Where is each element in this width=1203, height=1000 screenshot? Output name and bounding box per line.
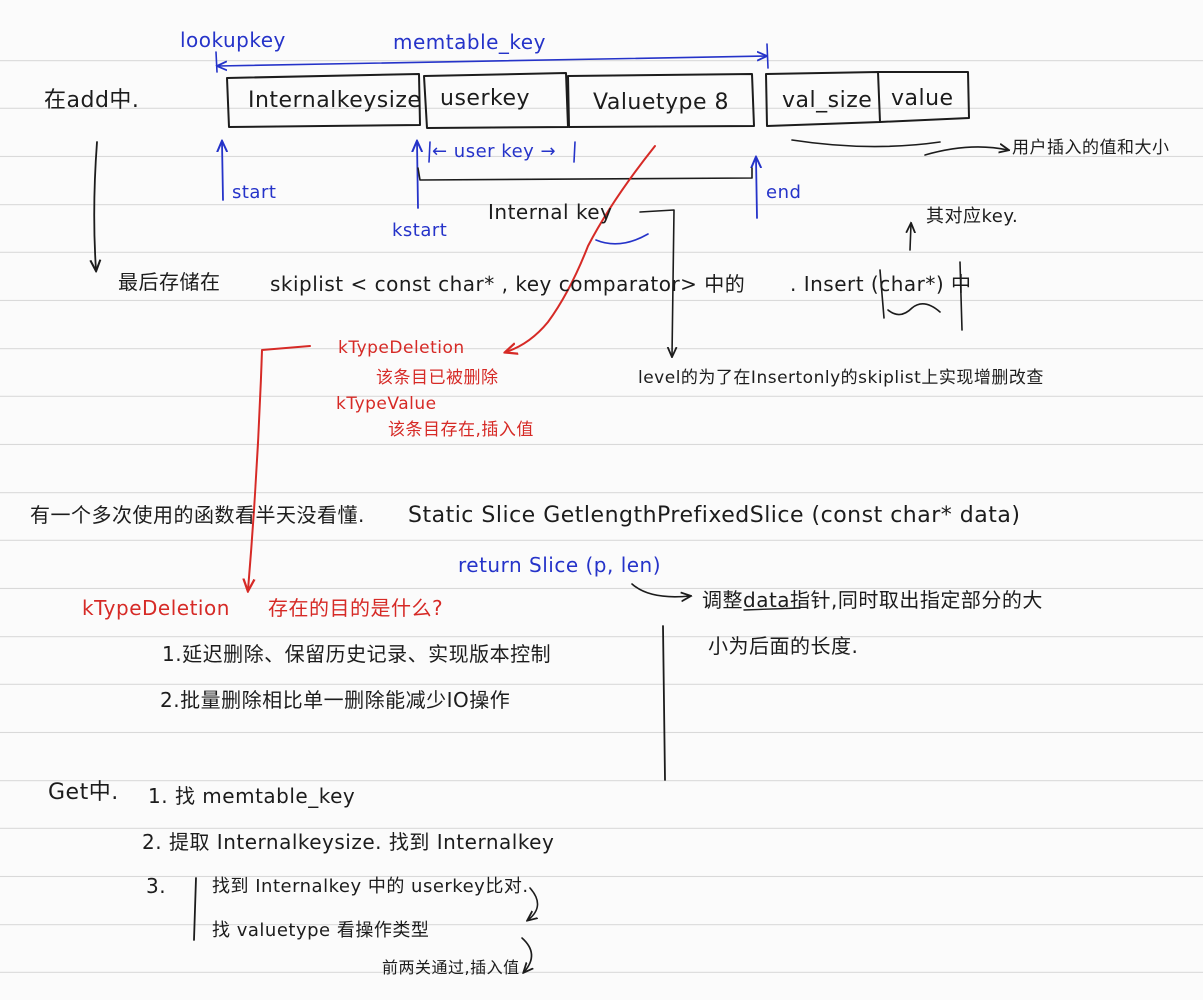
memtable-key-span: [218, 56, 766, 66]
kind-deletion-note: 该条目已被删除: [376, 368, 499, 388]
kstart-pointer: [417, 142, 418, 209]
userkey-span-label: ← user key →: [432, 141, 557, 162]
kind-value-note: 该条目存在,插入值: [388, 420, 534, 440]
slice-signature: Static Slice GetlengthPrefixedSlice (con…: [408, 503, 1021, 528]
purpose-item-1: 1.延迟删除、保留历史记录、实现版本控制: [162, 642, 552, 666]
get-step-1: 1. 找 memtable_key: [148, 784, 356, 808]
start-pointer: [222, 142, 223, 201]
purpose-question: 存在的目的是什么?: [268, 596, 444, 620]
get-step-3b: 找 valuetype 看操作类型: [212, 920, 430, 941]
purpose-title: kTypeDeletion: [82, 596, 230, 620]
box-label-userkey: userkey: [440, 86, 530, 111]
get-step-2: 2. 提取 Internalkeysize. 找到 Internalkey: [142, 830, 555, 854]
user-value-note: 用户插入的值和大小: [1012, 138, 1170, 158]
kind-deletion: kTypeDeletion: [338, 338, 465, 358]
store-insert: . Insert (char*) 中: [790, 272, 972, 296]
valuetype-link: [506, 145, 656, 352]
store-prefix: 最后存储在: [118, 270, 221, 294]
step3-brace: [193, 877, 197, 941]
in-add-label: 在add中.: [44, 88, 140, 113]
purpose-item-2: 2.批量删除相比单一删除能减少IO操作: [160, 688, 511, 712]
value-bracket: [791, 139, 941, 148]
slice-return: return Slice (p, len): [458, 553, 662, 577]
get-step-3c: 前两关通过,插入值: [382, 958, 520, 977]
lookupkey-label: lookupkey: [180, 28, 286, 52]
start-label: start: [232, 182, 277, 203]
memtable-key-label: memtable_key: [393, 30, 546, 54]
box-label-internalkeysize: Internalkeysize: [248, 88, 422, 113]
get-step-3: 3.: [146, 874, 167, 898]
level-note: level的为了在Insertonly的skiplist上实现增删改查: [638, 368, 1044, 388]
box-label-valuetype: Valuetype 8: [593, 90, 730, 115]
box-valuetype: [567, 73, 755, 128]
kstart-label: kstart: [392, 220, 448, 241]
box-label-value: value: [891, 86, 954, 111]
flow-arrow: [94, 141, 97, 270]
box-internalkeysize: [226, 73, 421, 128]
slice-note-line2: 小为后面的长度.: [708, 634, 859, 658]
get-title: Get中.: [48, 780, 119, 805]
box-value: [877, 71, 970, 123]
end-label: end: [766, 182, 802, 203]
slice-note-line1: 调整data指针,同时取出指定部分的大: [702, 588, 1043, 612]
its-key-note: 其对应key.: [926, 206, 1019, 227]
slice-question: 有一个多次使用的函数看半天没看懂.: [30, 503, 365, 527]
end-pointer: [756, 158, 757, 219]
internal-key-bracket: [417, 167, 753, 181]
box-label-val-size: val_size: [782, 88, 873, 113]
get-step-3a: 找到 Internalkey 中的 userkey比对.: [212, 876, 529, 897]
store-skiplist: skiplist < const char* , key comparator>…: [270, 272, 746, 296]
kind-value: kTypeValue: [336, 394, 437, 414]
internal-key-label: Internal key: [488, 200, 613, 224]
